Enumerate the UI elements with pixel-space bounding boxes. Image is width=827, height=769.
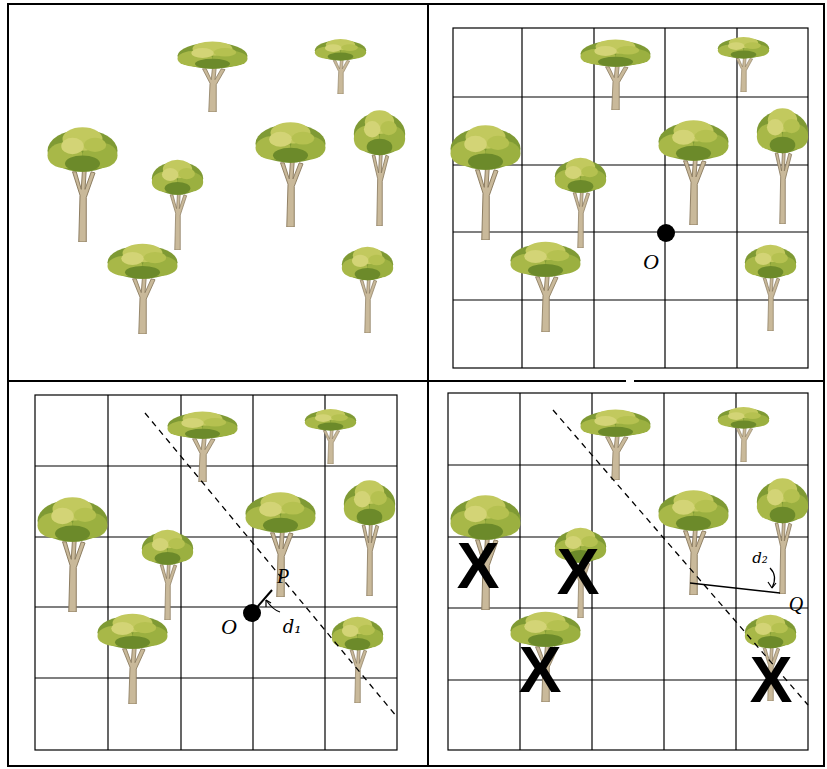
point-label: Q (789, 594, 803, 614)
distance-label: d₁ (283, 618, 302, 636)
point-label: O (643, 251, 659, 273)
removal-mark: X (557, 540, 600, 604)
removal-mark: X (750, 648, 793, 712)
removal-mark: X (519, 638, 562, 702)
point-label: O (221, 616, 237, 638)
distance-label: d₂ (752, 551, 768, 566)
point-label: P (277, 566, 289, 586)
removal-mark: X (457, 534, 500, 598)
